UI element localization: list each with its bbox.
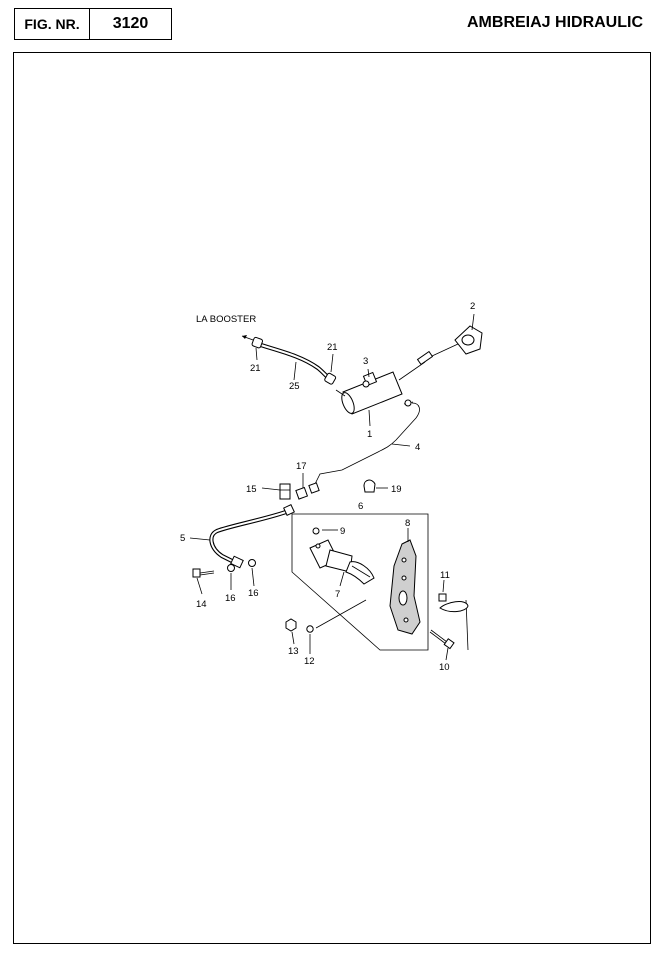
figure-number-box: FIG. NR. 3120 [14,8,172,40]
hose-clamp-21-right [324,372,337,385]
hose-clamp-21-left [251,336,264,349]
nut-11 [438,593,447,602]
bolt-14 [192,568,215,578]
washer-16-left [227,564,235,572]
nut-13 [285,618,297,632]
callout-7: 7 [335,589,340,600]
callout-11: 11 [440,570,450,581]
washer-12 [306,625,314,633]
callout-19: 19 [391,484,402,495]
callout-10: 10 [439,662,450,673]
callout-21-left: 21 [250,363,261,374]
bolt-9 [312,527,320,535]
master-cylinder [335,350,434,415]
leader-lines [189,313,475,661]
union-17 [295,482,320,500]
figure-number: 3120 [112,15,149,32]
booster-label: LA BOOSTER [196,314,256,325]
bolt-10 [429,629,455,650]
page-title: AMBREIAJ HIDRAULIC [467,14,643,31]
callout-12: 12 [304,656,315,667]
figure-label: FIG. NR. [15,9,90,39]
diagram-frame [13,52,651,944]
hose-25 [257,342,332,381]
callout-25: 25 [289,381,300,392]
assembly-outline [291,513,429,651]
callout-16-left: 16 [225,593,236,604]
callout-2: 2 [470,301,475,312]
callout-8: 8 [405,518,410,529]
bracket-15 [279,483,291,500]
callout-4: 4 [415,442,420,453]
pipe-clip-19 [363,479,376,493]
bracket-8 [389,539,421,635]
pipe-4 [313,402,420,487]
callout-5: 5 [180,533,185,544]
callout-13: 13 [288,646,299,657]
callout-6: 6 [358,501,363,512]
callout-1: 1 [367,429,372,440]
callout-17: 17 [296,461,307,472]
callout-15: 15 [246,484,257,495]
callout-14: 14 [196,599,207,610]
callout-21-right: 21 [327,342,338,353]
callout-16-right: 16 [248,588,259,599]
hose-5 [209,510,287,564]
washer-16-right [248,559,256,567]
gasket-2 [454,325,483,355]
callout-9: 9 [340,526,345,537]
callout-3: 3 [363,356,368,367]
slave-cylinder [309,539,375,585]
